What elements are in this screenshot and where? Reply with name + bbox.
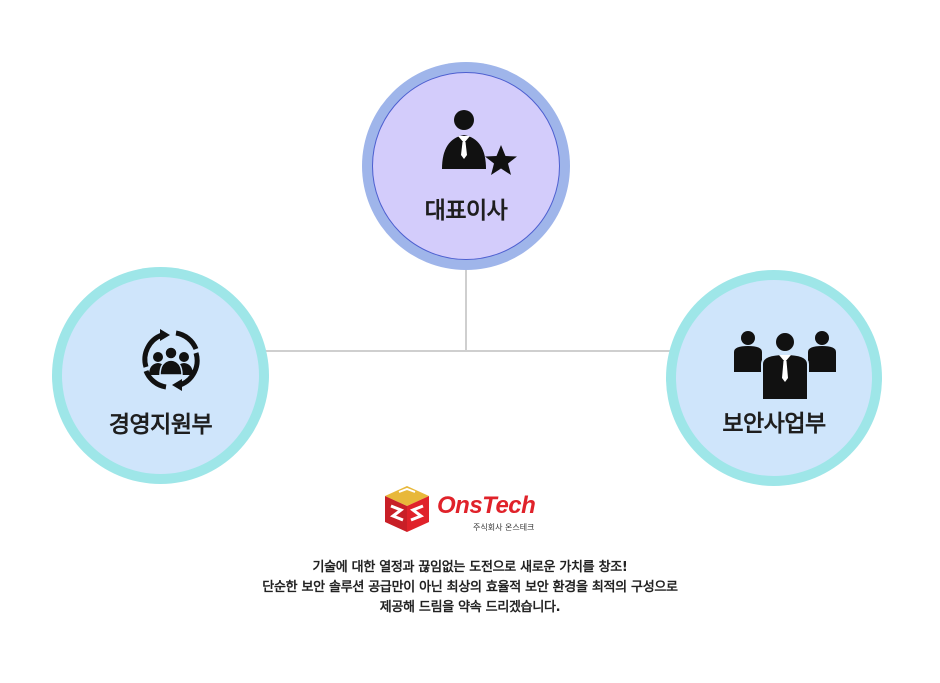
logo-wordmark: OnsTech [437, 492, 536, 519]
org-connector-vertical [465, 268, 467, 352]
team-cycle-icon [142, 329, 200, 391]
logo-subtitle: 주식회사 온스테크 [473, 523, 535, 532]
onstech-logo-cube [385, 486, 429, 532]
org-node-ceo-label: 대표이사 [424, 198, 508, 224]
org-node-security-business-label: 보안사업부 [722, 411, 826, 437]
org-node-ceo: 대표이사 [362, 62, 570, 270]
company-slogan: 기술에 대한 열정과 끊임없는 도전으로 새로운 가치를 창조! 단순한 보안 … [120, 558, 820, 618]
org-node-management-support: 경영지원부 [52, 267, 269, 484]
slogan-line-3: 제공해 드림을 약속 드리겠습니다. [379, 600, 561, 615]
slogan-line-1: 기술에 대한 열정과 끊임없는 도전으로 새로운 가치를 창조! [312, 560, 628, 575]
org-node-management-support-inner: 경영지원부 [62, 277, 259, 474]
org-connector-horizontal [258, 350, 670, 352]
org-node-security-business: 보안사업부 [666, 270, 882, 486]
slogan-line-2: 단순한 보안 솔루션 공급만이 아닌 최상의 효율적 보안 환경을 최적의 구성… [262, 580, 678, 595]
company-logo: OnsTech 주식회사 온스테크 [381, 482, 551, 536]
business-team-icon [734, 331, 836, 401]
org-node-security-business-inner: 보안사업부 [676, 280, 872, 476]
org-node-ceo-inner: 대표이사 [372, 72, 560, 260]
ceo-star-icon [442, 110, 517, 175]
org-node-management-support-label: 경영지원부 [108, 412, 213, 438]
